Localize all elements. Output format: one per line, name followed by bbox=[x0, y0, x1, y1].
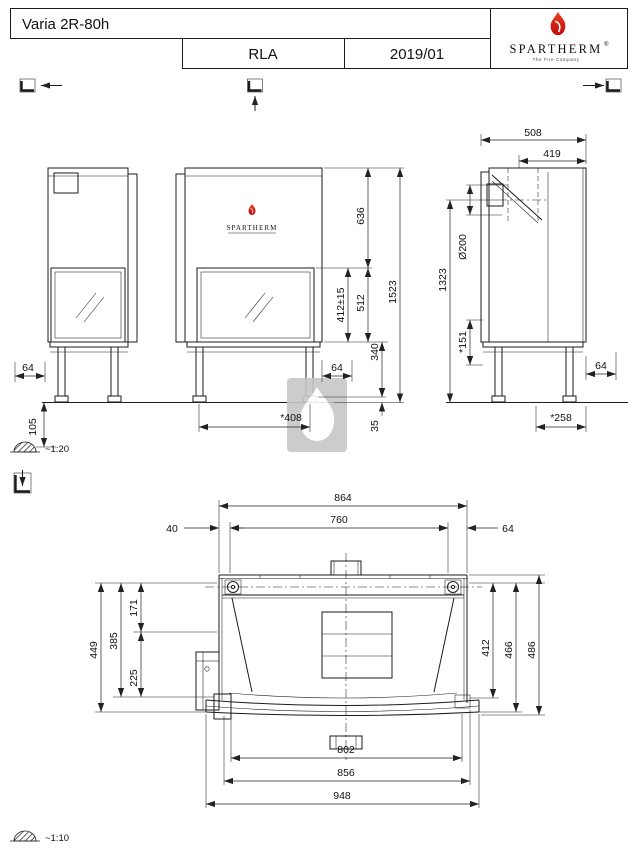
dim-40: 40 bbox=[166, 523, 178, 535]
dim-466: 466 bbox=[503, 641, 515, 659]
dim-plan-412: 412 bbox=[480, 639, 492, 657]
dim-856: 856 bbox=[337, 767, 355, 779]
side-hatched-block bbox=[486, 183, 504, 207]
elevation-left-view bbox=[47, 167, 138, 403]
date-cell bbox=[344, 38, 491, 69]
dim-151: *151 bbox=[457, 331, 469, 353]
dim-flue-diameter: Ø200 bbox=[457, 234, 469, 260]
dim-258: *258 bbox=[550, 412, 572, 424]
view-direction-icons bbox=[19, 78, 622, 111]
dim-385: 385 bbox=[108, 632, 120, 650]
title-cell bbox=[10, 8, 491, 39]
revision-code: RLA bbox=[248, 46, 277, 63]
plan-scale-note: ~1:10 bbox=[10, 830, 69, 844]
scale-stamp-icon bbox=[13, 830, 37, 842]
dim-105: 105 bbox=[27, 418, 39, 436]
dim-225: 225 bbox=[128, 669, 140, 687]
dim-plan-64: 64 bbox=[502, 523, 514, 535]
dim-419: 419 bbox=[543, 148, 561, 160]
view-direction-front-icon bbox=[247, 78, 263, 111]
dim-340: 340 bbox=[369, 343, 381, 361]
dim-802: 802 bbox=[337, 744, 355, 756]
dim-412-15: 412±15 bbox=[335, 287, 347, 322]
plan-dimensions: 864 760 40 64 449 385 171 225 412 bbox=[88, 492, 545, 808]
dim-486: 486 bbox=[526, 641, 538, 659]
dim-636: 636 bbox=[355, 207, 367, 225]
plan-corner-block bbox=[213, 693, 232, 720]
front-flame-icon bbox=[249, 204, 256, 215]
registered-mark: ® bbox=[604, 41, 609, 48]
scale-stamp-icon bbox=[13, 441, 37, 453]
dim-left-64: 64 bbox=[22, 362, 34, 374]
dim-760: 760 bbox=[330, 514, 348, 526]
revision-date: 2019/01 bbox=[390, 46, 444, 63]
dim-948: 948 bbox=[333, 790, 351, 802]
front-brand-text: SPARTHERM bbox=[227, 224, 278, 232]
dim-864: 864 bbox=[334, 492, 352, 504]
view-direction-right-icon bbox=[583, 78, 622, 93]
elevation-scale-text: ~1:20 bbox=[45, 444, 69, 455]
watermark bbox=[287, 378, 347, 452]
brand-logo: SPARTHERM ® The Fire Company bbox=[490, 8, 628, 69]
dim-1323: 1323 bbox=[437, 268, 449, 292]
view-direction-left-icon bbox=[19, 78, 62, 93]
code-cell bbox=[182, 38, 345, 69]
model-title: Varia 2R-80h bbox=[22, 16, 109, 33]
dim-508: 508 bbox=[524, 127, 542, 139]
brand-name: SPARTHERM bbox=[510, 42, 603, 56]
dim-512: 512 bbox=[355, 294, 367, 312]
dim-171: 171 bbox=[128, 599, 140, 617]
plan-view-icon bbox=[13, 470, 32, 494]
plan-view bbox=[195, 553, 482, 760]
title-block: Varia 2R-80h RLA 2019/01 SPARTHERM ® The… bbox=[10, 8, 628, 69]
dim-408: *408 bbox=[280, 412, 302, 424]
brand-tagline: The Fire Company bbox=[533, 57, 580, 62]
dim-449: 449 bbox=[88, 641, 100, 659]
elevation-front-view bbox=[175, 167, 323, 403]
plan-scale-text: ~1:10 bbox=[45, 833, 69, 844]
front-panel-logo: SPARTHERM bbox=[227, 204, 278, 234]
elevation-scale-note: ~1:20 bbox=[10, 441, 69, 455]
dim-side-64: 64 bbox=[595, 360, 607, 372]
elevation-side-view bbox=[480, 167, 617, 403]
dim-front-64: 64 bbox=[331, 362, 343, 374]
dim-1523: 1523 bbox=[387, 280, 399, 304]
elevation-dimensions: 64 105 64 *408 412±15 636 512 340 bbox=[14, 127, 616, 448]
dim-35: 35 bbox=[369, 420, 381, 432]
